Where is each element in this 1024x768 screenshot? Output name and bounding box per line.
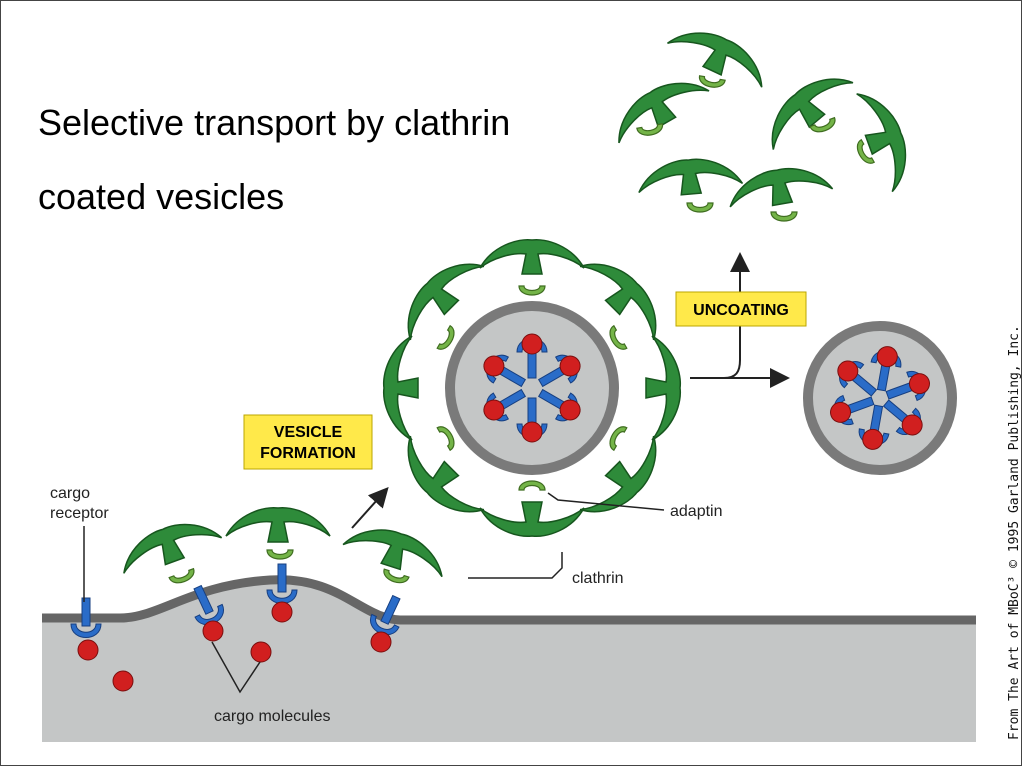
cargo-receptor-label-1: cargo	[50, 485, 90, 502]
vesicle-formation-arrow	[351, 487, 389, 529]
process-arrows	[351, 252, 790, 529]
slide-title: Selective transport by clathrin coated v…	[38, 86, 510, 234]
coated-vesicle	[382, 238, 682, 538]
leader-lines	[83, 492, 665, 694]
adaptin-label: adaptin	[670, 503, 723, 520]
vesicle-formation-label-2: FORMATION	[260, 445, 356, 462]
publisher-credit: From The Art of MBoC³ © 1995 Garland Pub…	[1007, 325, 1022, 740]
title-line-2: coated vesicles	[38, 176, 285, 217]
uncoated-vesicle	[803, 321, 957, 475]
title-line-1: Selective transport by clathrin	[38, 102, 511, 143]
vesicle-formation-box: VESICLE FORMATION	[243, 414, 373, 470]
cargo-receptor-label-2: receptor	[50, 505, 109, 522]
uncoating-label: UNCOATING	[693, 302, 789, 319]
vesicle-formation-label-1: VESICLE	[274, 424, 343, 441]
cargo-molecules-label: cargo molecules	[214, 708, 331, 725]
uncoating-box: UNCOATING	[675, 291, 807, 327]
plasma-membrane	[42, 575, 976, 742]
clathrin-label: clathrin	[572, 570, 624, 587]
released-coat-proteins	[604, 16, 920, 222]
